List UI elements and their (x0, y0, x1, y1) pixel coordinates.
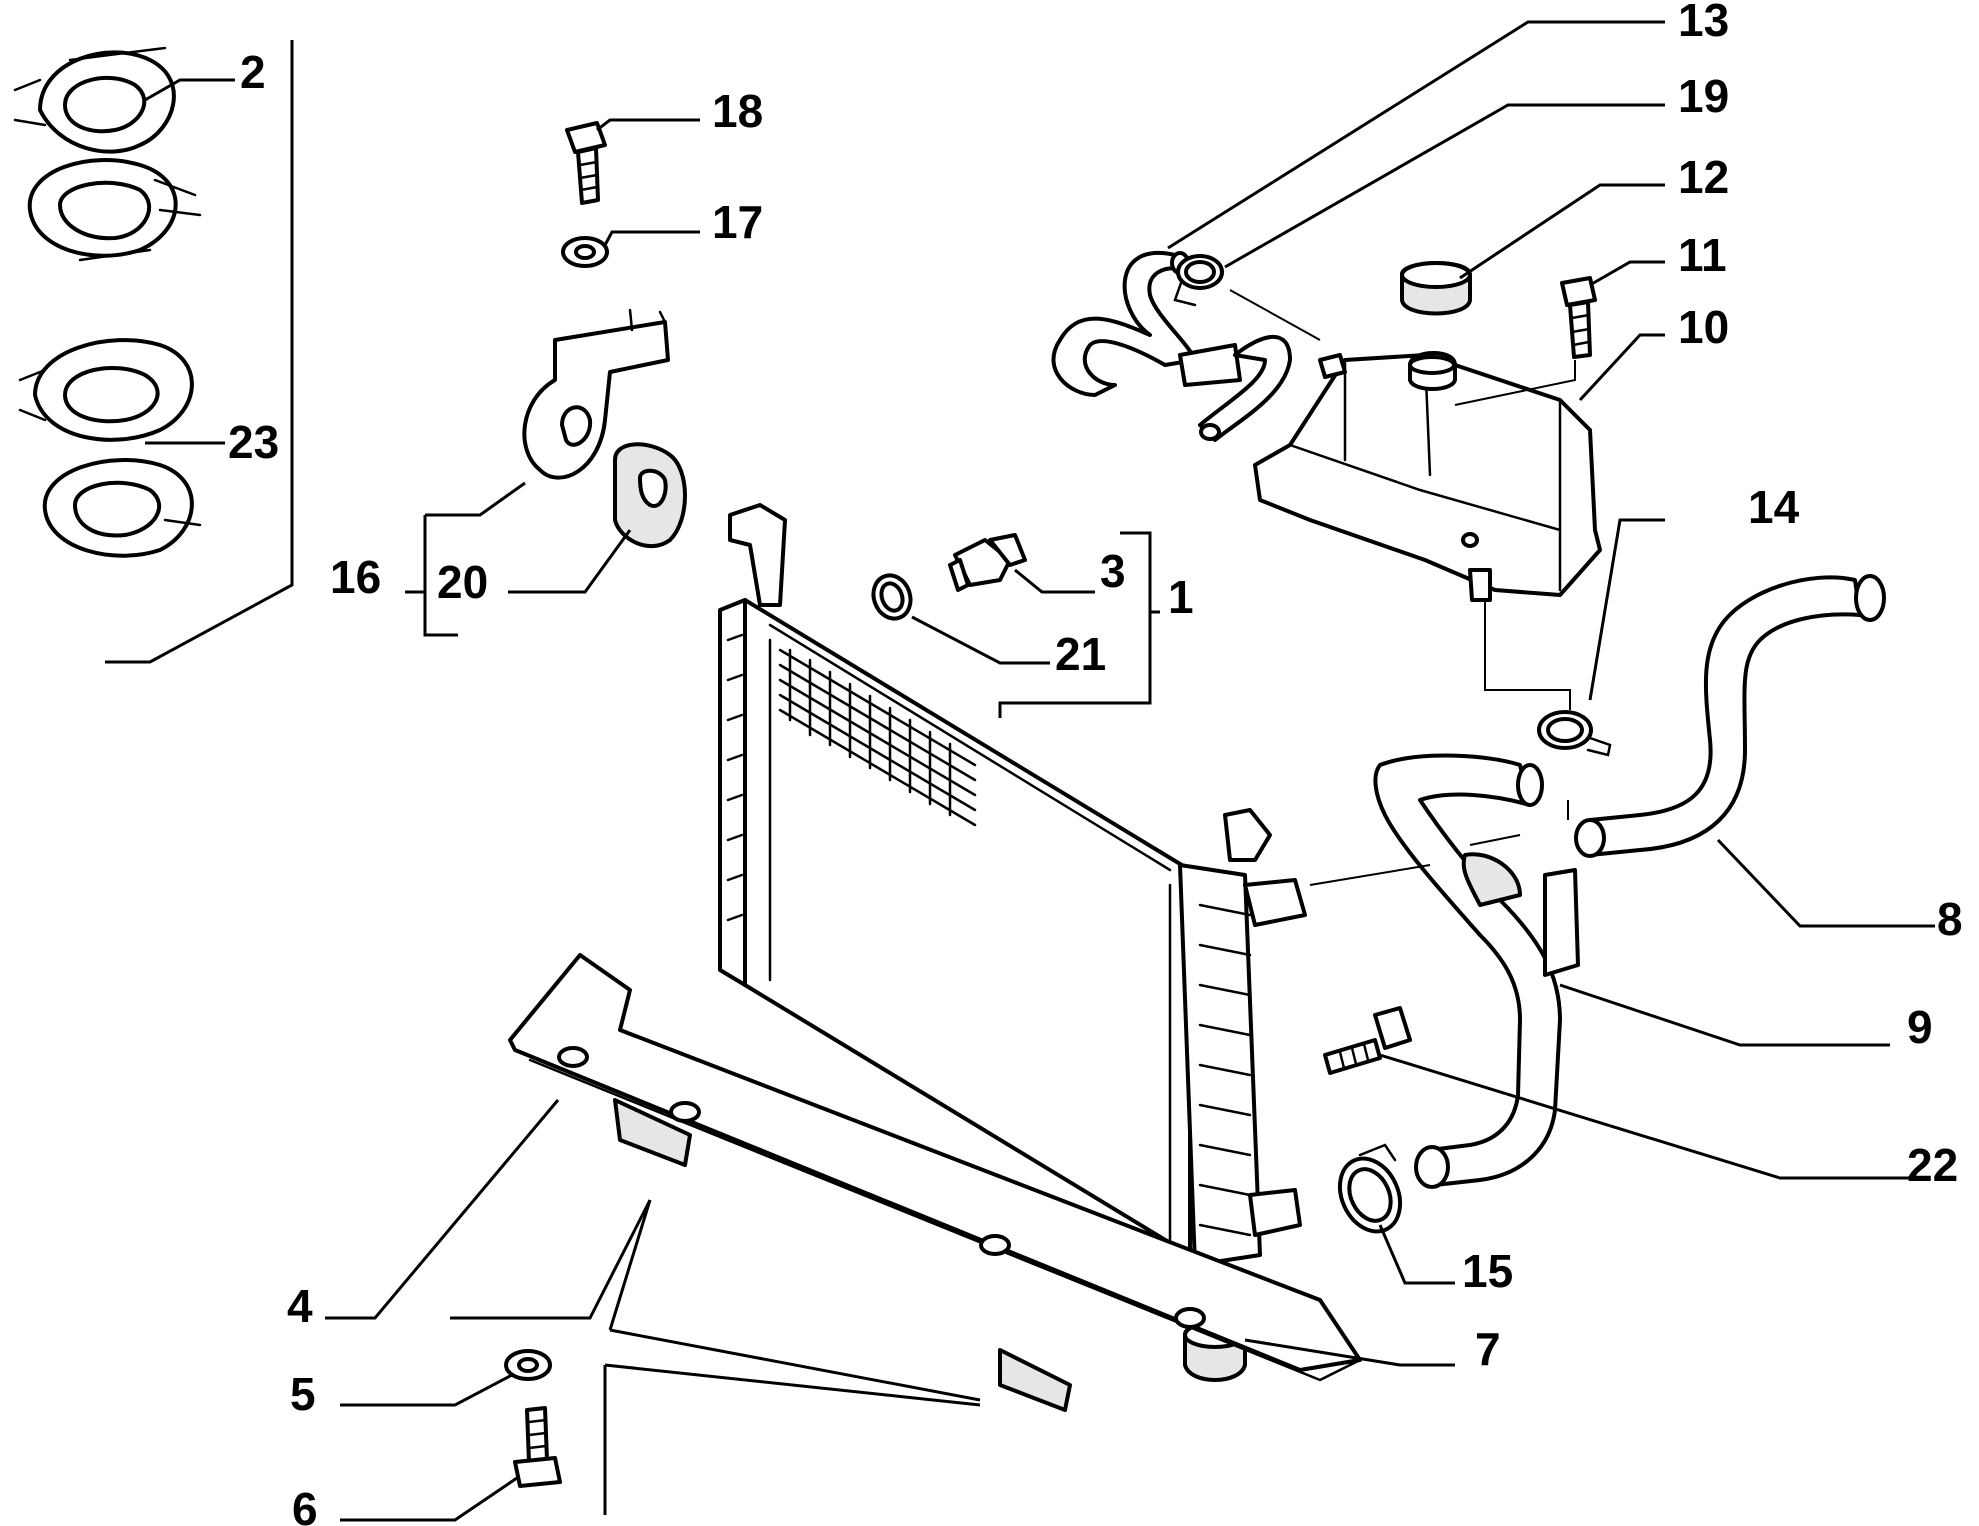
group-bracket-2-23 (105, 40, 294, 664)
callout-14: 14 (1748, 481, 1800, 533)
callout-9: 9 (1907, 1001, 1933, 1053)
callout-6: 6 (292, 1483, 318, 1526)
part-22-bolt (1323, 1006, 1412, 1075)
part-11-bolt (1560, 276, 1597, 359)
part-17-washer (561, 236, 609, 268)
callout-2: 2 (240, 46, 266, 98)
callout-13: 13 (1678, 0, 1729, 46)
part-16-mounting-bracket (522, 308, 670, 480)
part-21-o-ring (871, 573, 913, 621)
part-10-expansion-tank (1253, 351, 1602, 602)
part-19-hose-clamp (1173, 254, 1224, 307)
part-6-bolt (513, 1406, 562, 1488)
callout-4: 4 (287, 1280, 313, 1332)
callout-12: 12 (1678, 151, 1729, 203)
callout-11: 11 (1678, 229, 1727, 281)
callout-16: 16 (330, 551, 381, 603)
callout-17: 17 (712, 196, 763, 248)
callout-23: 23 (228, 416, 279, 468)
part-20-rubber-mount (613, 442, 687, 548)
callout-5: 5 (290, 1368, 316, 1420)
callout-15: 15 (1462, 1245, 1513, 1297)
part-8-upper-radiator-hose (1574, 574, 1886, 858)
part-18-bolt (565, 121, 607, 205)
callout-21: 21 (1055, 628, 1106, 680)
callout-1: 1 (1168, 571, 1194, 623)
part-9-lower-radiator-hose (1373, 753, 1580, 1189)
part-2-hose-clip (13, 46, 202, 262)
part-23-hose-clip (18, 338, 202, 558)
callout-3: 3 (1100, 545, 1126, 597)
callout-22: 22 (1907, 1139, 1958, 1191)
part-3-temperature-sensor (948, 533, 1027, 592)
callout-labels: 2 23 18 17 16 20 3 1 21 13 19 12 11 10 1… (228, 0, 1963, 1526)
callout-7: 7 (1475, 1323, 1501, 1375)
part-15-hose-clamp (1337, 1143, 1403, 1234)
part-14-hose-clamp (1537, 710, 1612, 757)
part-5-washer (504, 1349, 552, 1381)
part-13-hose (1051, 251, 1292, 442)
leader-lines (144, 20, 1935, 1522)
callout-20: 20 (437, 556, 488, 608)
callout-19: 19 (1678, 70, 1729, 122)
callout-8: 8 (1937, 893, 1963, 945)
callout-10: 10 (1678, 301, 1729, 353)
callout-18: 18 (712, 85, 763, 137)
part-1-radiator (718, 503, 1307, 1267)
part-12-expansion-tank-cap (1400, 261, 1472, 316)
part-4-lower-crossmember (508, 953, 1362, 1412)
